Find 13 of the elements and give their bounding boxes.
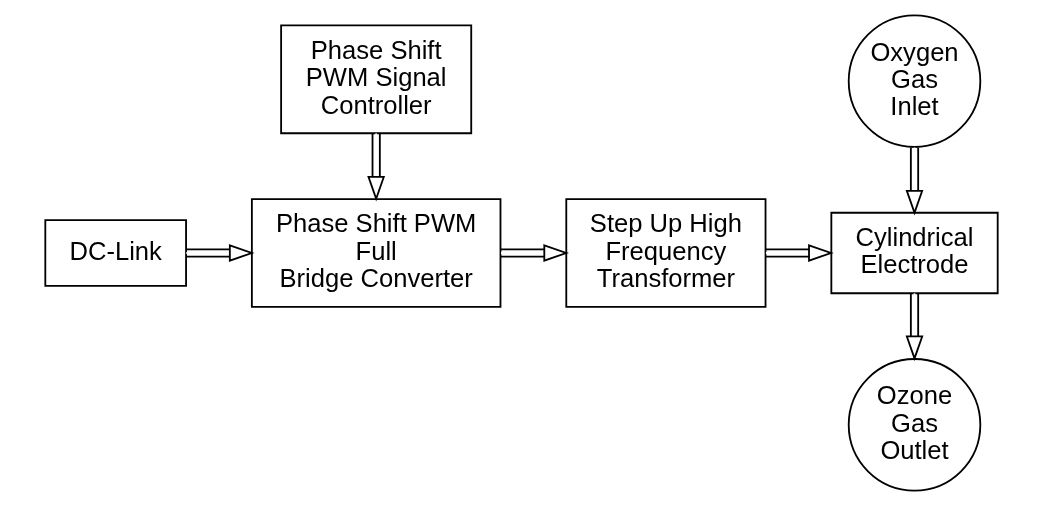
- arrow: [184, 244, 255, 262]
- arrow: [764, 244, 834, 262]
- arrow: [366, 132, 385, 202]
- node-circle: Oxygen Gas Inlet: [847, 14, 981, 148]
- node-circle: Ozone Gas Outlet: [847, 358, 981, 492]
- node-box: Phase Shift PWM Signal Controller: [279, 24, 472, 135]
- arrow: [905, 146, 923, 216]
- node-box: Step Up High Frequency Transformer: [564, 198, 766, 308]
- arrow: [905, 292, 923, 362]
- node-box: DC-Link: [43, 219, 187, 287]
- arrow: [499, 244, 569, 262]
- node-box: Cylindrical Electrode: [829, 211, 999, 295]
- node-box: Phase Shift PWM Full Bridge Converter: [250, 198, 501, 308]
